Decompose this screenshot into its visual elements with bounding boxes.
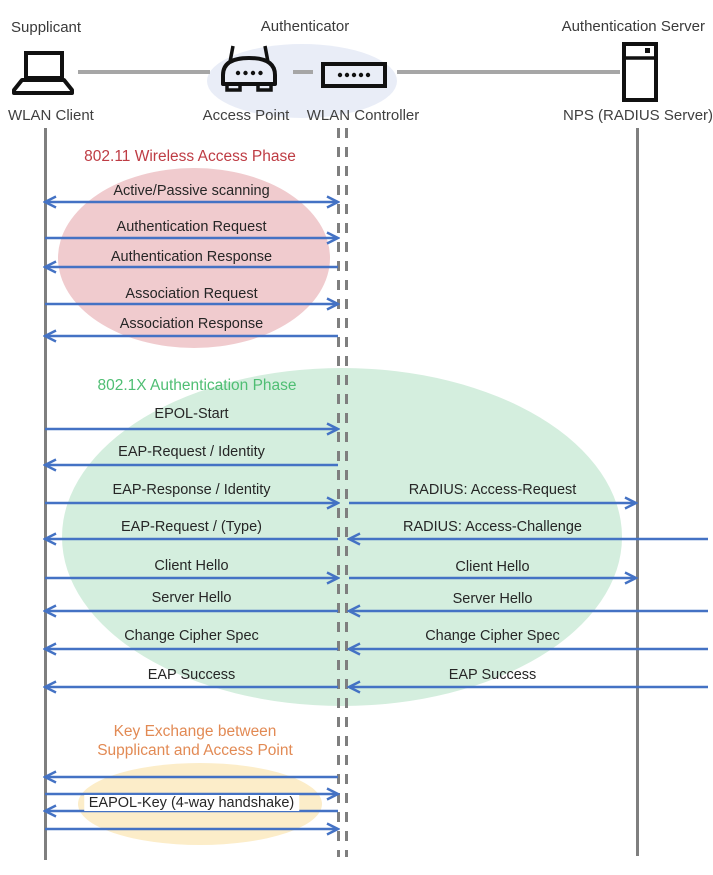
message-arrow-arrow-22 <box>43 821 340 837</box>
message-label-association-request: Association Request <box>125 286 258 302</box>
phase-title-wireless-access: 802.11 Wireless Access Phase <box>84 148 296 165</box>
message-label-authentication-response: Authentication Response <box>110 249 273 265</box>
lifeline-controller-left <box>337 128 340 857</box>
device-nps-radius-server: NPS (RADIUS Server) <box>563 107 713 124</box>
message-arrow-eap-request-type-8 <box>43 531 340 547</box>
message-arrow-server-hello-10 <box>43 603 340 619</box>
message-arrow-arrow-20 <box>43 786 340 802</box>
message-label-eap-request-identity: EAP-Request / Identity <box>118 444 265 460</box>
message-arrow-arrow-19 <box>43 769 340 785</box>
message-arrow-client-hello-15 <box>347 570 638 586</box>
message-label-association-response: Association Response <box>119 316 264 332</box>
message-arrow-association-response-4 <box>43 328 340 344</box>
message-label-authentication-request: Authentication Request <box>116 219 267 235</box>
message-label-active-passive-scanning: Active/Passive scanning <box>113 183 270 199</box>
message-arrow-association-request-3 <box>43 296 340 312</box>
message-label-client-hello: Client Hello <box>455 559 530 575</box>
message-arrow-eap-success-12 <box>43 679 340 695</box>
connector-ap-controller <box>293 70 313 74</box>
server-icon <box>621 41 659 103</box>
authenticator-group-ellipse <box>207 44 397 118</box>
connector-client-ap <box>78 70 210 74</box>
message-label-eap-success: EAP Success <box>147 667 236 683</box>
phase-title-key-exchange: Key Exchange between Supplicant and Acce… <box>97 723 293 759</box>
message-label-radius-access-request: RADIUS: Access-Request <box>408 482 577 498</box>
message-label-client-hello: Client Hello <box>154 558 229 574</box>
phase-title-dot1x-auth: 802.1X Authentication Phase <box>97 377 297 394</box>
connector-controller-server <box>397 70 620 74</box>
message-label-server-hello: Server Hello <box>151 590 232 606</box>
message-label-change-cipher-spec: Change Cipher Spec <box>124 628 259 644</box>
message-arrow-eap-request-identity-6 <box>43 457 340 473</box>
message-label-change-cipher-spec: Change Cipher Spec <box>425 628 560 644</box>
device-wlan-controller: WLAN Controller <box>306 107 420 124</box>
message-arrow-epol-start-5 <box>43 421 340 437</box>
message-arrow-change-cipher-spec-17 <box>347 641 710 657</box>
message-arrow-radius-access-challenge-14 <box>347 531 710 547</box>
message-arrow-eapol-key-4-way-handshake-21 <box>43 803 340 819</box>
message-label-eapol-key-4-way-handshake: EAPOL-Key (4-way handshake) <box>83 795 300 811</box>
message-label-server-hello: Server Hello <box>452 591 533 607</box>
message-label-epol-start: EPOL-Start <box>154 406 229 422</box>
message-arrow-server-hello-16 <box>347 603 710 619</box>
message-arrow-active-passive-scanning-0 <box>43 194 340 210</box>
message-label-eap-response-identity: EAP-Response / Identity <box>112 482 271 498</box>
message-label-radius-access-challenge: RADIUS: Access-Challenge <box>403 519 582 535</box>
message-arrow-change-cipher-spec-11 <box>43 641 340 657</box>
message-arrow-authentication-response-2 <box>43 259 340 275</box>
laptop-icon <box>10 50 76 96</box>
message-arrow-client-hello-9 <box>43 570 340 586</box>
role-authentication-server: Authentication Server <box>561 18 705 35</box>
lifeline-radius-server <box>636 128 639 856</box>
lifeline-wlan-client <box>44 128 47 860</box>
access-point-icon <box>218 44 280 94</box>
message-arrow-eap-success-18 <box>347 679 710 695</box>
role-authenticator: Authenticator <box>260 18 350 35</box>
message-arrow-eap-response-identity-7 <box>43 495 340 511</box>
message-label-eap-request-type: EAP-Request / (Type) <box>120 519 263 535</box>
role-supplicant: Supplicant <box>11 19 82 36</box>
wireless-access-phase-ellipse <box>58 168 330 348</box>
lifeline-controller-right <box>345 128 348 857</box>
message-arrow-radius-access-request-13 <box>347 495 638 511</box>
wlan-controller-icon <box>321 62 387 88</box>
device-wlan-client: WLAN Client <box>8 107 94 124</box>
message-label-eap-success: EAP Success <box>448 667 537 683</box>
device-access-point: Access Point <box>202 107 290 124</box>
message-arrow-authentication-request-1 <box>43 230 340 246</box>
